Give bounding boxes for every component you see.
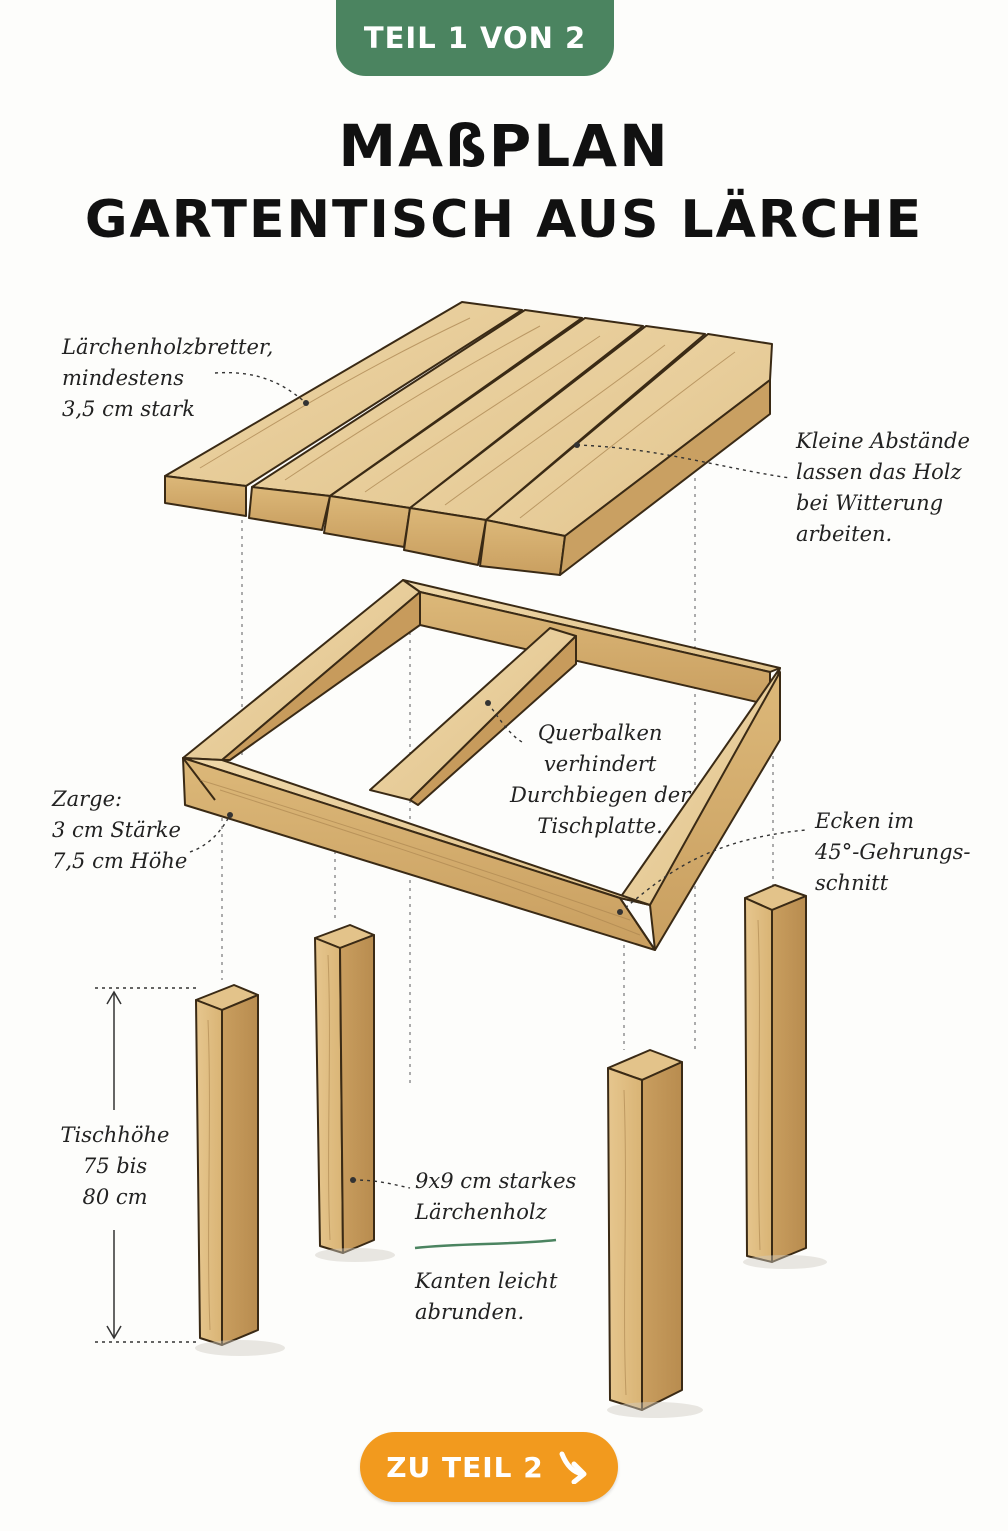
leg-back-right	[744, 884, 807, 1263]
note-legs-wood: 9x9 cm starkes Lärchenholz	[415, 1169, 577, 1224]
next-part-label: ZU TEIL 2	[386, 1450, 544, 1484]
part-badge: TEIL 1 VON 2	[336, 0, 614, 76]
note-height: Tischhöhe 75 bis 80 cm	[60, 1123, 170, 1209]
leader-dots	[227, 400, 623, 1183]
arrow-down-right-icon	[559, 1451, 587, 1484]
next-part-button[interactable]: ZU TEIL 2	[360, 1432, 618, 1502]
leader-lines	[189, 371, 807, 1189]
note-boards: Lärchenholzbretter, mindestens 3,5 cm st…	[62, 335, 274, 421]
height-dimension	[95, 987, 200, 1343]
frame-apron	[182, 579, 781, 951]
note-crossbeam: Querbalken verhindert Durchbiegen der Ti…	[510, 721, 691, 838]
leg-front-left	[195, 984, 259, 1346]
page-subtitle: GARTENTISCH AUS LÄRCHE	[84, 190, 924, 250]
page-title: MAßPLAN	[338, 112, 670, 180]
guide-lines	[221, 478, 774, 1085]
leg-back-left	[314, 924, 375, 1254]
note-frame: Zarge: 3 cm Stärke 7,5 cm Höhe	[52, 787, 188, 873]
note-gaps: Kleine Abstände lassen das Holz bei Witt…	[796, 429, 970, 546]
underline-accent	[414, 1238, 557, 1250]
legs	[195, 884, 807, 1411]
leg-front-right	[607, 1049, 683, 1411]
tabletop-boards	[164, 301, 773, 576]
note-legs-edges: Kanten leicht abrunden.	[415, 1269, 558, 1324]
note-corners: Ecken im 45°-Gehrungs- schnitt	[815, 809, 971, 895]
ground-shadows	[195, 1248, 827, 1418]
